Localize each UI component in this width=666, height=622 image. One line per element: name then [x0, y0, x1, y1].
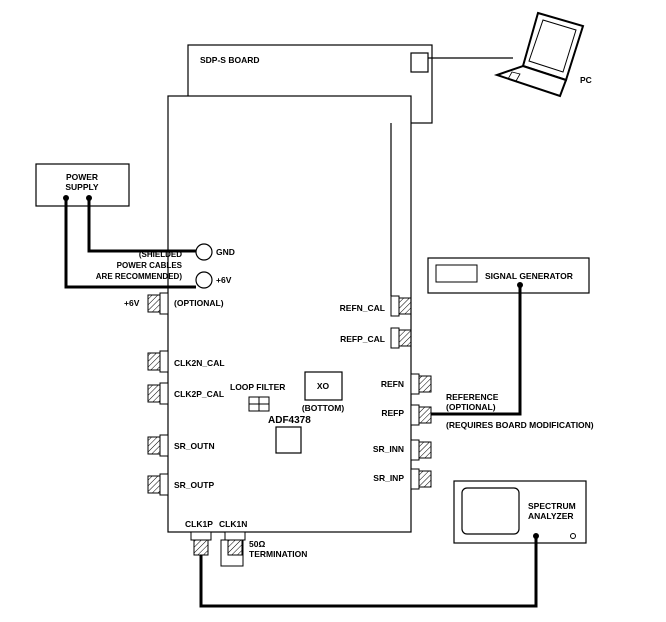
gnd-label: GND: [216, 247, 235, 257]
power-supply-label-1: POWER: [66, 172, 98, 182]
clk1p-cable: [199, 536, 538, 608]
clk1p-label: CLK1P: [185, 519, 213, 529]
signal-generator-label: SIGNAL GENERATOR: [485, 271, 573, 281]
power-note-2: POWER CABLES: [117, 261, 183, 270]
sma-connector-clk1p: [190, 531, 212, 556]
reference-note-3: (REQUIRES BOARD MODIFICATION): [446, 420, 594, 430]
spectrum-analyzer-label-1: SPECTRUM: [528, 501, 576, 511]
gnd-terminal: [195, 243, 213, 261]
xo-sub-label: (BOTTOM): [302, 403, 345, 413]
sma-connector-clk1n: [224, 531, 246, 556]
sma-connector-clk2n-cal: [147, 350, 169, 373]
xo-label: XO: [317, 381, 330, 391]
reference-note-1: REFERENCE: [446, 392, 499, 402]
power-supply: POWER SUPPLY: [35, 163, 130, 207]
sma-connector-refn-cal: [390, 295, 412, 317]
sr-inp-label: SR_INP: [373, 473, 404, 483]
refp-cal-label: REFP_CAL: [340, 334, 385, 344]
sma-connector-refp-cal: [390, 327, 412, 349]
clk2p-cal-label: CLK2P_CAL: [174, 389, 224, 399]
termination-label-2: TERMINATION: [249, 549, 307, 559]
plus6v-cable: [64, 198, 196, 289]
sr-outp-label: SR_OUTP: [174, 480, 214, 490]
optional-6v-left-label: +6V: [124, 298, 140, 308]
power-note-3: ARE RECOMMENDED): [96, 272, 183, 281]
sdp-board-label: SDP-S BOARD: [200, 55, 260, 65]
spectrum-analyzer-knob: [570, 533, 576, 539]
refp-label: REFP: [381, 408, 404, 418]
termination-label-1: 50Ω: [249, 539, 265, 549]
spectrum-analyzer: SPECTRUM ANALYZER: [453, 480, 587, 544]
sma-connector-sr-inn: [410, 439, 432, 461]
chip-label: ADF4378: [268, 415, 311, 426]
sma-connector-sr-inp: [410, 468, 432, 490]
clk1n-label: CLK1N: [219, 519, 247, 529]
power-note-1: (SHIELDED: [139, 250, 182, 259]
signal-generator-display: [435, 264, 478, 283]
pc-laptop-icon: PC: [493, 11, 592, 98]
sr-inn-label: SR_INN: [373, 444, 404, 454]
signal-generator: SIGNAL GENERATOR: [427, 257, 590, 294]
loop-filter-label: LOOP FILTER: [230, 382, 285, 392]
refn-label: REFN: [381, 379, 404, 389]
sma-connector-clk2p-cal: [147, 382, 169, 405]
evaluation-board: [167, 95, 412, 533]
spectrum-analyzer-screen: [461, 487, 520, 535]
pc-label: PC: [580, 75, 592, 85]
reference-note-2: (OPTIONAL): [446, 402, 496, 412]
reference-cable: [431, 285, 522, 416]
sdp-usb-port: [410, 52, 429, 73]
clk2n-cal-label: CLK2N_CAL: [174, 358, 225, 368]
sma-connector-refn: [410, 373, 432, 395]
sma-connector-refp: [410, 404, 432, 426]
sma-connector-plus6v-optional: [147, 292, 169, 315]
sma-connector-sr-outn: [147, 434, 169, 457]
power-supply-label-2: SUPPLY: [65, 182, 99, 192]
xo-block: [304, 371, 343, 401]
plus6v-label: +6V: [216, 275, 232, 285]
plus6v-terminal: [195, 271, 213, 289]
refn-cal-label: REFN_CAL: [340, 303, 385, 313]
adf4378-chip: [275, 426, 302, 454]
gnd-cable: [87, 198, 196, 253]
optional-6v-right-label: (OPTIONAL): [174, 298, 224, 308]
spectrum-analyzer-label-2: ANALYZER: [528, 511, 574, 521]
loop-filter-block: [248, 396, 270, 412]
termination-load: [220, 539, 244, 567]
sr-outn-label: SR_OUTN: [174, 441, 215, 451]
sma-connector-sr-outp: [147, 473, 169, 496]
